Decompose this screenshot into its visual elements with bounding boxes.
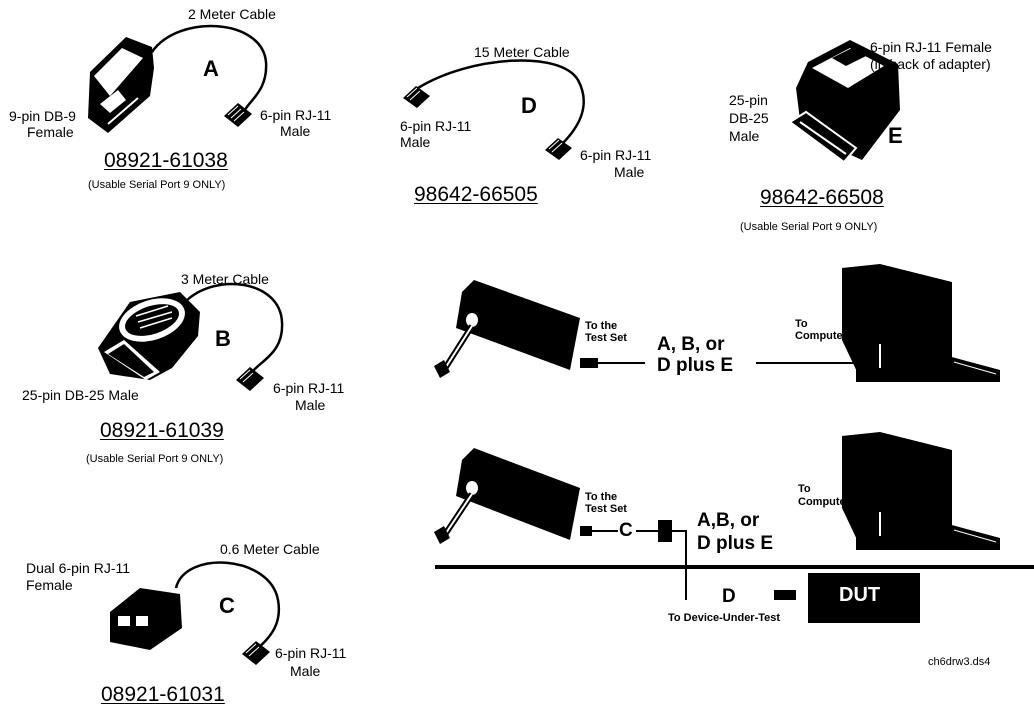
cable-c-drawing bbox=[110, 561, 281, 665]
figure-id: ch6drw3.ds4 bbox=[928, 656, 991, 668]
cable-d-part-number: 98642-66505 bbox=[414, 183, 538, 206]
db9-connector-icon bbox=[88, 37, 154, 133]
cable-c-end1-line1: Dual 6-pin RJ-11 bbox=[26, 560, 131, 576]
cable-d-length: 15 Meter Cable bbox=[474, 44, 570, 60]
cable-d-drawing bbox=[403, 59, 585, 160]
cable-a-end1-line2: Female bbox=[27, 124, 74, 140]
setup2-to-computer-line1: To bbox=[798, 483, 811, 495]
adapter-e-note: (Usable Serial Port 9 ONLY) bbox=[740, 221, 878, 233]
dut-box bbox=[808, 573, 920, 623]
cable-c-end2-line2: Male bbox=[290, 663, 321, 679]
rj11-plug-icon bbox=[224, 103, 252, 127]
setup1-cables-line1: A, B, or bbox=[657, 334, 725, 355]
cable-a-end2-line1: 6-pin RJ-11 bbox=[260, 107, 332, 123]
cable-d-end1-line1: 6-pin RJ-11 bbox=[400, 118, 472, 134]
setup1-plug bbox=[580, 358, 598, 368]
cable-a-length: 2 Meter Cable bbox=[188, 6, 276, 22]
setup1-to-computer-line1: To bbox=[795, 318, 808, 330]
cable-b-length: 3 Meter Cable bbox=[181, 271, 269, 287]
cable-b-letter: B bbox=[215, 326, 231, 351]
cable-b-drawing bbox=[98, 282, 284, 391]
dut-label: DUT bbox=[839, 584, 881, 606]
cable-a-end1-line1: 9-pin DB-9 bbox=[9, 108, 76, 124]
setup1-to-test-set-line1: To the bbox=[585, 320, 618, 332]
cable-c-end2-line1: 6-pin RJ-11 bbox=[275, 645, 347, 661]
cable-a-part-number: 08921-61038 bbox=[104, 149, 228, 172]
cable-d-letter: D bbox=[521, 93, 537, 118]
setup2-to-test-set-line1: To the bbox=[585, 491, 618, 503]
cable-c-letter: C bbox=[219, 593, 235, 618]
cable-d-end2-line2: Male bbox=[614, 164, 645, 180]
setup2-coupler bbox=[658, 520, 672, 542]
setup2-test-set-icon bbox=[434, 448, 580, 544]
setup2-computer-icon bbox=[842, 432, 1000, 550]
cable-d-end2-line1: 6-pin RJ-11 bbox=[580, 147, 652, 163]
adapter-e-end1-line1: 25-pin bbox=[729, 92, 768, 108]
cable-b-end1: 25-pin DB-25 Male bbox=[22, 387, 139, 403]
rj11-plug-icon bbox=[242, 641, 270, 665]
adapter-e-letter: E bbox=[888, 123, 903, 148]
cable-b-end2-line2: Male bbox=[295, 397, 326, 413]
adapter-e-end1-line3: Male bbox=[729, 128, 760, 144]
setup1-cables-line2: D plus E bbox=[657, 355, 734, 376]
setup2-to-computer-line2: Computer bbox=[798, 496, 850, 508]
cable-a-drawing bbox=[88, 24, 268, 133]
setup2-cables-line2: D plus E bbox=[697, 533, 774, 554]
cable-a-letter: A bbox=[203, 56, 219, 81]
setup2-cable-d bbox=[672, 530, 687, 600]
cable-a-end2-line2: Male bbox=[280, 123, 311, 139]
adapter-e-end2-line2: (in back of adapter) bbox=[870, 56, 991, 72]
setup2-c-label: C bbox=[619, 520, 633, 541]
setup1-test-set-icon bbox=[434, 280, 580, 378]
setup2-cables-line1: A,B, or bbox=[697, 510, 760, 531]
db25-connector-icon bbox=[98, 292, 200, 380]
adapter-e-drawing bbox=[788, 40, 900, 164]
adapter-e-part-number: 98642-66508 bbox=[760, 186, 884, 209]
cable-b-note: (Usable Serial Port 9 ONLY) bbox=[86, 453, 224, 465]
cable-c-length: 0.6 Meter Cable bbox=[220, 541, 320, 557]
dual-rj11-coupler-icon bbox=[110, 588, 182, 650]
cable-d-end1-line2: Male bbox=[400, 134, 431, 150]
setup2-to-test-set-line2: Test Set bbox=[585, 503, 627, 515]
cable-b-part-number: 08921-61039 bbox=[100, 419, 224, 442]
setup2-to-dut-label: To Device-Under-Test bbox=[668, 612, 781, 624]
setup2-d-label: D bbox=[722, 586, 736, 607]
setup2-plug bbox=[580, 526, 592, 536]
setup1-to-test-set-line2: Test Set bbox=[585, 332, 627, 344]
cable-a-note: (Usable Serial Port 9 ONLY) bbox=[88, 179, 226, 191]
rj11-plug-icon bbox=[545, 138, 572, 160]
cable-c-part-number: 08921-61031 bbox=[101, 683, 225, 706]
adapter-e-end1-line2: DB-25 bbox=[729, 110, 769, 126]
cable-c-end1-line2: Female bbox=[26, 577, 73, 593]
setup1-computer-icon bbox=[842, 264, 1000, 382]
setup1-to-computer-line2: Computer bbox=[795, 330, 847, 342]
cable-b-end2-line1: 6-pin RJ-11 bbox=[273, 380, 345, 396]
rj11-plug-icon bbox=[403, 86, 430, 108]
rj11-plug-icon bbox=[236, 367, 264, 391]
adapter-e-end2-line1: 6-pin RJ-11 Female bbox=[870, 39, 992, 55]
setup2-dut-plug bbox=[774, 590, 796, 600]
